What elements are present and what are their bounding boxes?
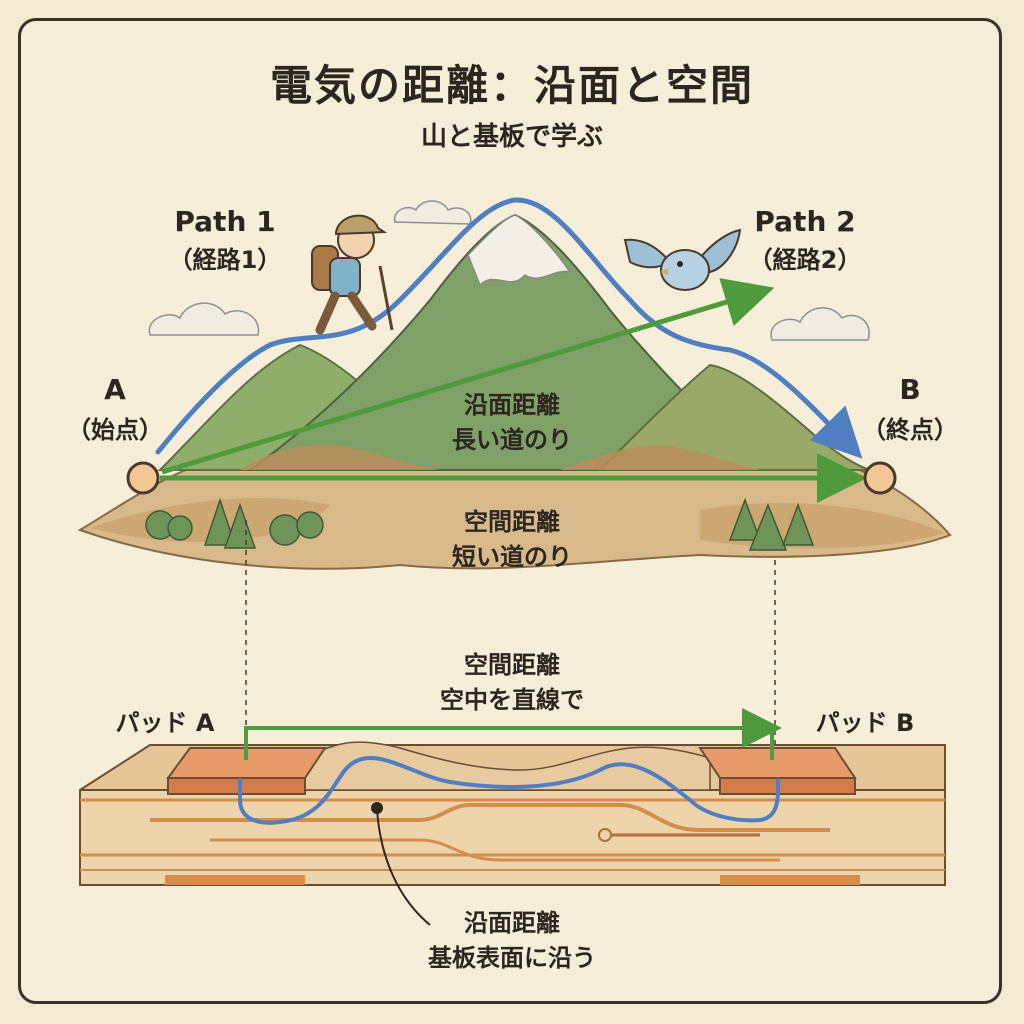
- page-title: 電気の距離：沿面と空間: [269, 61, 754, 110]
- tree-icon: [145, 497, 815, 551]
- cloud-icon: [148, 200, 870, 341]
- point-a-marker: [126, 461, 160, 495]
- point-b-sub-label: （終点）: [862, 416, 958, 444]
- page-subtitle: 山と基板で学ぶ: [420, 122, 603, 152]
- creepage-path-pcb: [238, 756, 780, 825]
- path2-label: Path 2: [754, 205, 856, 238]
- point-a-label: A: [104, 373, 126, 406]
- mountain-clearance-sub-label: 短い道のり: [452, 543, 572, 571]
- pad-b-label: パッド B: [815, 709, 915, 737]
- point-b-marker: [863, 461, 897, 495]
- point-a-sub-label: （始点）: [67, 416, 163, 444]
- hiker-icon: [311, 214, 394, 335]
- creepage-pointer-line: [376, 807, 431, 926]
- pcb-clearance-label: 空間距離: [464, 651, 560, 679]
- mountain-creepage-sub-label: 長い道のり: [452, 426, 572, 454]
- mountain-creepage-label: 沿面距離: [464, 391, 560, 419]
- pad-a: [166, 747, 327, 795]
- pad-b: [698, 747, 857, 795]
- mountain-clearance-label: 空間距離: [464, 508, 560, 536]
- pad-a-label: パッド A: [115, 709, 215, 737]
- path2-sub-label: （経路2）: [748, 246, 862, 274]
- pcb-creepage-label: 沿面距離: [464, 909, 560, 937]
- creepage-path-mountain: [155, 197, 863, 459]
- path1-label: Path 1: [174, 205, 276, 238]
- pcb-clearance-sub-label: 空中を直線で: [440, 686, 584, 714]
- path1-sub-label: （経路1）: [168, 246, 282, 274]
- bird-icon: [623, 228, 742, 291]
- bird-path: [161, 278, 775, 475]
- point-b-label: B: [899, 373, 921, 406]
- pcb-creepage-sub-label: 基板表面に沿う: [428, 944, 596, 972]
